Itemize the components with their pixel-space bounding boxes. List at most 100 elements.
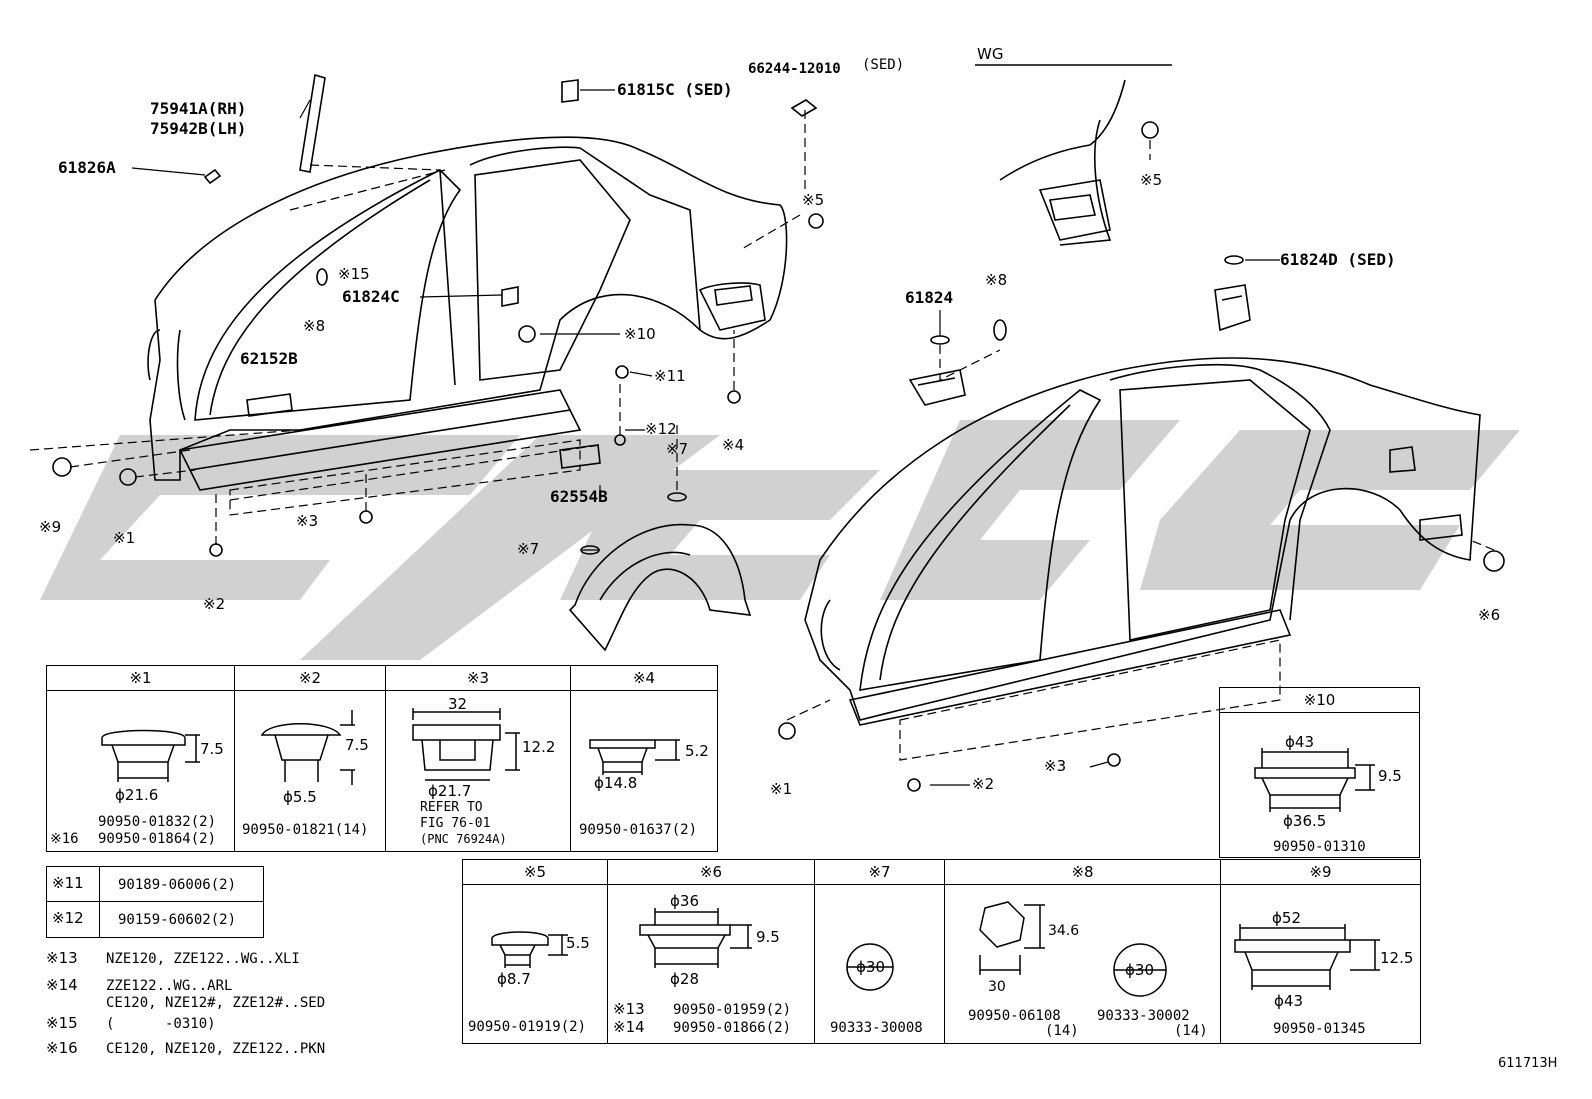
table-header-7: ※7 bbox=[815, 860, 944, 885]
wg-rear-quarter-detail bbox=[975, 64, 1172, 246]
t3-ref-line-1: REFER TO bbox=[420, 800, 483, 815]
t6-dim-top: ϕ36 bbox=[670, 892, 699, 910]
label-66244: 66244-12010 bbox=[748, 61, 841, 77]
note-13-key: ※13 bbox=[46, 949, 78, 967]
label-61826a: 61826A bbox=[58, 158, 116, 177]
t2-part-number: 90950-01821(14) bbox=[242, 822, 369, 838]
grommet-drawing-10 bbox=[1254, 748, 1375, 812]
part-66244 bbox=[790, 99, 818, 117]
t6-key-13: ※13 bbox=[613, 1000, 645, 1018]
t6-part-14: 90950-01866(2) bbox=[673, 1020, 792, 1036]
t8-part-number-1: 90950-06108 bbox=[968, 1008, 1061, 1024]
t8-part-number-2: 90333-30002 bbox=[1097, 1008, 1190, 1024]
t1-part-number-2: 90950-01864(2) bbox=[98, 831, 217, 847]
part-8-ring bbox=[993, 319, 1007, 341]
t3-ref-line-3: (PNC 76924A) bbox=[420, 832, 507, 846]
clip-drawing-3 bbox=[412, 708, 520, 781]
label-66244-suffix: (SED) bbox=[862, 57, 905, 73]
t8-dim-hex: 34.6 bbox=[1048, 923, 1080, 939]
t5-dim-height: 5.5 bbox=[566, 934, 590, 952]
table-header-8: ※8 bbox=[945, 860, 1220, 885]
t5-part-number: 90950-01919(2) bbox=[468, 1019, 587, 1035]
table-cell-4: ※4 bbox=[570, 665, 718, 852]
t8-dim-diameter: ϕ30 bbox=[1125, 961, 1154, 979]
fender-liner-part bbox=[568, 523, 752, 652]
callout-5a: ※5 bbox=[802, 191, 825, 209]
callout-7a: ※7 bbox=[666, 440, 689, 458]
t6-key-14: ※14 bbox=[613, 1018, 645, 1036]
callout-4: ※4 bbox=[722, 436, 745, 454]
t12-key: ※12 bbox=[52, 909, 84, 927]
t11-part-number: 90189-06006(2) bbox=[118, 877, 237, 893]
t9-dim-top: ϕ52 bbox=[1272, 909, 1301, 927]
t4-dim-diameter: ϕ14.8 bbox=[594, 774, 638, 792]
t2-dim-height: 7.5 bbox=[345, 736, 369, 754]
table-header-3: ※3 bbox=[386, 666, 570, 691]
part-61815c bbox=[561, 79, 579, 103]
table-header-4: ※4 bbox=[571, 666, 717, 691]
callout-15: ※15 bbox=[338, 265, 370, 283]
label-75942b: 75942B(LH) bbox=[150, 119, 247, 138]
t4-part-number: 90950-01637(2) bbox=[579, 822, 698, 838]
t7-dim-diameter: ϕ30 bbox=[856, 958, 885, 976]
t1-dim-height: 7.5 bbox=[200, 740, 224, 758]
note-16-key: ※16 bbox=[46, 1039, 78, 1057]
plug-drawing-7 bbox=[846, 943, 894, 991]
note-14-text: ZZE122..WG..ARL bbox=[106, 978, 233, 994]
t8-part-qty-1: (14) bbox=[1045, 1023, 1079, 1039]
callout-1b: ※1 bbox=[770, 780, 793, 798]
part-61824d bbox=[1224, 255, 1244, 265]
watermark-shape-3 bbox=[560, 470, 880, 600]
t8-part-qty-2: (14) bbox=[1174, 1023, 1208, 1039]
callout-1a: ※1 bbox=[113, 529, 136, 547]
t1-dim-diameter: ϕ21.6 bbox=[115, 786, 159, 804]
label-75941a: 75941A(RH) bbox=[150, 99, 247, 118]
callout-7b: ※7 bbox=[517, 540, 540, 558]
table-header-10: ※10 bbox=[1220, 688, 1419, 713]
callout-8a: ※8 bbox=[303, 317, 326, 335]
callout-3a: ※3 bbox=[296, 512, 319, 530]
solid-leaders bbox=[131, 89, 1280, 786]
t10-dim-top: ϕ43 bbox=[1285, 733, 1314, 751]
t7-part-number: 90333-30008 bbox=[830, 1020, 923, 1036]
callout-11: ※11 bbox=[654, 367, 686, 385]
label-62152b: 62152B bbox=[240, 349, 298, 368]
t11-key: ※11 bbox=[52, 874, 84, 892]
table-header-1: ※1 bbox=[47, 666, 234, 691]
grommet-drawing-2 bbox=[260, 710, 355, 785]
label-wg: WG bbox=[977, 45, 1004, 63]
bracket-61824-detail bbox=[908, 369, 966, 406]
watermark-shape-1 bbox=[40, 435, 520, 600]
note-14-key: ※14 bbox=[46, 976, 78, 994]
note-15-key: ※15 bbox=[46, 1014, 78, 1032]
part-61826a bbox=[203, 168, 222, 185]
t2-dim-diameter: ϕ5.5 bbox=[283, 788, 317, 806]
callout-2a: ※2 bbox=[203, 595, 226, 613]
callout-5b: ※5 bbox=[1140, 171, 1163, 189]
part-62554b bbox=[559, 444, 601, 469]
t10-dim-bottom: ϕ36.5 bbox=[1283, 812, 1327, 830]
callout-8b: ※8 bbox=[985, 271, 1008, 289]
part-7a bbox=[667, 492, 687, 502]
table-header-6: ※6 bbox=[608, 860, 814, 885]
label-61824: 61824 bbox=[905, 288, 954, 307]
t10-dim-height: 9.5 bbox=[1378, 767, 1402, 785]
table-header-2: ※2 bbox=[235, 666, 385, 691]
label-61824d: 61824D (SED) bbox=[1280, 250, 1396, 269]
grommet-drawing-5 bbox=[491, 931, 568, 968]
t3-dim-width: 32 bbox=[448, 695, 468, 713]
t12-part-number: 90159-60602(2) bbox=[118, 912, 237, 928]
table-cell-2: ※2 bbox=[234, 665, 386, 852]
t3-dim-diameter: ϕ21.7 bbox=[428, 782, 472, 800]
plug-drawing-8 bbox=[979, 901, 1167, 997]
table-key-column bbox=[46, 866, 100, 938]
label-61815c: 61815C (SED) bbox=[617, 80, 733, 99]
t9-dim-height: 12.5 bbox=[1380, 949, 1414, 967]
table-cell-10: ※10 bbox=[1219, 687, 1420, 858]
callout-6: ※6 bbox=[1478, 606, 1501, 624]
t4-dim-height: 5.2 bbox=[685, 742, 709, 760]
callout-3b: ※3 bbox=[1044, 757, 1067, 775]
part-62152b bbox=[246, 393, 293, 417]
